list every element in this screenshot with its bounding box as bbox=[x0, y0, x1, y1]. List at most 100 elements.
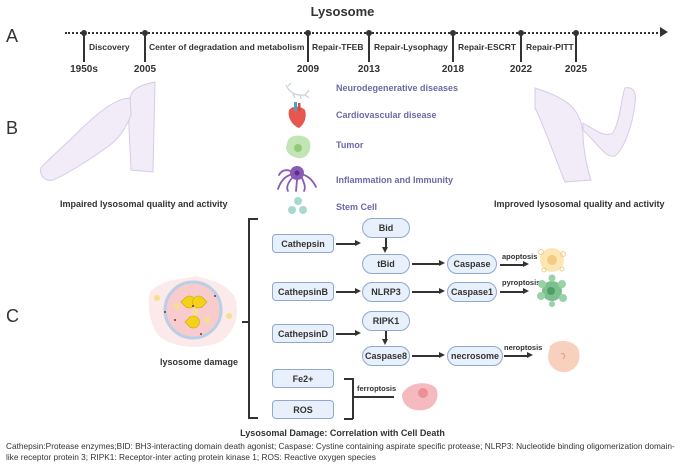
lysosome-damage-icon bbox=[148, 276, 237, 347]
timeline-year: 2018 bbox=[441, 64, 465, 75]
arrow-line bbox=[336, 333, 355, 335]
label-apoptosis: apoptosis bbox=[502, 252, 538, 261]
arrow-head-icon bbox=[523, 261, 529, 267]
timeline-dot bbox=[573, 30, 579, 36]
timeline-tick bbox=[452, 34, 454, 62]
timeline-dot bbox=[450, 30, 456, 36]
timeline-year: 2025 bbox=[564, 64, 588, 75]
timeline-tick bbox=[144, 34, 146, 62]
timeline-dot bbox=[518, 30, 524, 36]
node-caspase1: Caspase1 bbox=[447, 282, 497, 302]
arrow-head-icon bbox=[355, 288, 361, 294]
improved-arm-icon bbox=[534, 87, 636, 183]
arrow-line bbox=[412, 263, 440, 265]
timeline-event: Repair-PITT bbox=[526, 42, 574, 52]
timeline-year: 1950s bbox=[70, 64, 98, 75]
neuron-icon bbox=[285, 82, 310, 100]
node-cathepsind: CathepsinD bbox=[272, 324, 334, 343]
arrow-line bbox=[500, 264, 524, 266]
timeline-dot bbox=[366, 30, 372, 36]
node-nlrp3: NLRP3 bbox=[362, 282, 410, 302]
timeline-axis bbox=[65, 32, 665, 34]
node-tbid: tBid bbox=[362, 254, 410, 274]
label-ferroptosis: ferroptosis bbox=[357, 384, 397, 393]
node-caspase: Caspase bbox=[447, 254, 497, 274]
arrow-head-icon bbox=[382, 339, 388, 345]
bracket-line bbox=[248, 218, 250, 418]
immune-cell-icon bbox=[277, 166, 317, 192]
timeline-tick bbox=[520, 34, 522, 62]
timeline-year: 2013 bbox=[357, 64, 381, 75]
bracket-top bbox=[344, 378, 353, 380]
timeline-dot bbox=[142, 30, 148, 36]
arrow-head-icon bbox=[439, 352, 445, 358]
label-necroptosis: neroptosis bbox=[504, 343, 543, 352]
timeline-tick bbox=[368, 34, 370, 62]
node-cathepsinb: CathepsinB bbox=[272, 282, 334, 301]
panel-label-b: B bbox=[6, 118, 19, 138]
impaired-caption: Impaired lysosomal quality and activity bbox=[60, 199, 228, 209]
arrow-line bbox=[500, 291, 524, 293]
timeline-event: Repair-ESCRT bbox=[458, 42, 517, 52]
bracket-bottom bbox=[248, 417, 258, 419]
timeline-year: 2009 bbox=[296, 64, 320, 75]
bracket-line bbox=[352, 378, 354, 419]
improved-caption: Improved lysosomal quality and activity bbox=[494, 199, 665, 209]
timeline-tick bbox=[83, 34, 85, 62]
arrow-line bbox=[385, 238, 387, 248]
arrow-head-icon bbox=[439, 288, 445, 294]
arrow-line bbox=[504, 355, 528, 357]
arrow-line bbox=[336, 291, 355, 293]
disease-label-stem-cell: Stem Cell bbox=[336, 202, 378, 212]
abbreviation-legend: Cathepsin:Protease enzymes;BID: BH3-inte… bbox=[6, 441, 675, 462]
disease-label-cardiovascular: Cardiovascular disease bbox=[336, 110, 437, 120]
timeline-arrow-icon bbox=[660, 27, 668, 37]
timeline-dot bbox=[305, 30, 311, 36]
node-cathepsin: Cathepsin bbox=[272, 234, 334, 253]
disease-label-tumor: Tumor bbox=[336, 140, 364, 150]
arrow-head-icon bbox=[382, 247, 388, 253]
tumor-cell-icon bbox=[286, 135, 311, 159]
pyroptotic-cell-icon bbox=[537, 274, 567, 307]
connector-line bbox=[352, 396, 394, 398]
label-pyroptosis: pyroptosis bbox=[502, 278, 541, 287]
arrow-line bbox=[385, 331, 387, 340]
node-fe2: Fe2+ bbox=[272, 369, 334, 388]
node-ros: ROS bbox=[272, 400, 334, 419]
connector-line bbox=[242, 321, 250, 323]
bracket-top bbox=[248, 218, 258, 220]
arrow-head-icon bbox=[355, 240, 361, 246]
timeline-year: 2005 bbox=[133, 64, 157, 75]
timeline-dot bbox=[81, 30, 87, 36]
timeline-event: Discovery bbox=[89, 42, 130, 52]
figure-title: Lysosome bbox=[310, 4, 375, 19]
timeline-event: Center of degradation and metabolism bbox=[149, 42, 305, 52]
disease-label-neurodegenerative: Neurodegenerative diseases bbox=[336, 83, 459, 93]
arrow-line bbox=[336, 243, 355, 245]
ferroptotic-cell-icon bbox=[402, 383, 438, 411]
figure-subtitle: Lysosomal Damage: Correlation with Cell … bbox=[240, 428, 445, 438]
arrow-line bbox=[412, 355, 440, 357]
lysosome-damage-label: lysosome damage bbox=[160, 357, 239, 367]
arrow-head-icon bbox=[523, 288, 529, 294]
panel-label-a: A bbox=[6, 26, 19, 46]
arrow-line bbox=[412, 291, 440, 293]
node-ripk1: RIPK1 bbox=[362, 311, 410, 331]
arrow-head-icon bbox=[527, 352, 533, 358]
node-necrosome: necrosome bbox=[447, 346, 503, 366]
disease-label-inflammation: Inflammation and Immunity bbox=[336, 175, 454, 185]
timeline-year: 2022 bbox=[509, 64, 533, 75]
impaired-arm-icon bbox=[40, 81, 156, 181]
necroptotic-cell-icon bbox=[548, 340, 580, 373]
timeline-tick bbox=[575, 34, 577, 62]
timeline-event: Repair-Lysophagy bbox=[374, 42, 448, 52]
arrow-head-icon bbox=[439, 260, 445, 266]
bracket-bottom bbox=[344, 418, 353, 420]
timeline-event: Repair-TFEB bbox=[312, 42, 364, 52]
timeline-tick bbox=[307, 34, 309, 62]
arrow-head-icon bbox=[355, 330, 361, 336]
panel-label-c: C bbox=[6, 306, 19, 326]
heart-icon bbox=[288, 102, 306, 128]
node-caspase8: Caspase8 bbox=[362, 346, 410, 366]
node-bid: Bid bbox=[362, 218, 410, 238]
